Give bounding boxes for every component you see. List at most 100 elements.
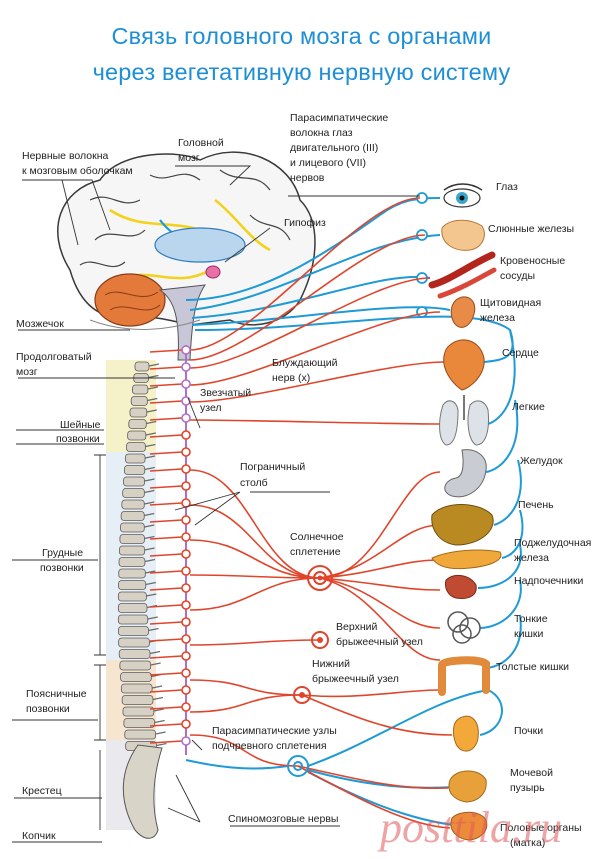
sympathetic-branch [189, 234, 426, 361]
chain-ganglion [181, 362, 191, 372]
label-adrenal: Надпочечники [514, 575, 584, 587]
chain-ganglion [181, 651, 191, 661]
liver-organ [431, 504, 494, 546]
label-solar: Солнечное [290, 531, 344, 543]
parasym-kidneys [307, 688, 503, 767]
leader-lines [12, 165, 420, 843]
label-heart: Сердце [502, 347, 539, 359]
sympathetic-branch [189, 679, 303, 696]
vagus-lungs [487, 329, 516, 425]
label-lumbar: Поясничные [26, 688, 87, 700]
label-salivary: Слюнные железы [488, 223, 574, 235]
label-hypogastric: Парасимпатические узлы [212, 725, 337, 737]
label-stomach: Желудок [520, 455, 563, 467]
vagus-large-int [487, 614, 522, 669]
sympathetic-branch [189, 539, 321, 579]
salivary-glands-organ [441, 219, 485, 251]
spinal-nerve [149, 672, 183, 676]
spinal-nerve [149, 723, 183, 727]
sympathetic-branch [189, 311, 441, 386]
parasym-ganglion [416, 306, 428, 318]
label-spinal-nerves: Спиномозговые нервы [228, 813, 338, 825]
sympathetic-branch [189, 574, 321, 579]
vertebra-process [146, 593, 157, 597]
vertebra-process [145, 581, 156, 586]
label-brain-2: мозг [178, 152, 200, 164]
vertebra [119, 660, 152, 671]
vagus-pancreas [501, 509, 524, 559]
vertebra [118, 637, 150, 648]
vertebra [134, 361, 150, 372]
label-sacrum: Крестец [22, 785, 62, 797]
vertebra [118, 649, 151, 659]
label-hypogastric-2: подчревного сплетения [212, 740, 327, 752]
plexus-branch [319, 577, 441, 629]
label-thyroid-2: железа [480, 312, 515, 324]
parasym-salivary-nerve [189, 234, 441, 311]
vertebra-process [147, 397, 158, 402]
sympathetic-nerves [149, 197, 453, 829]
label-nerve-fibers-2: к мозговым оболочкам [22, 165, 133, 177]
sympathetic-branch [189, 694, 303, 713]
watermark: posttila.ru [377, 803, 562, 852]
lower-mesenteric-ganglion [293, 686, 311, 704]
large-intestine-organ [438, 656, 490, 696]
vertebra-process [144, 501, 155, 505]
vertebra [121, 695, 154, 705]
plexus-branch [301, 694, 453, 736]
chain-ganglion [181, 379, 191, 389]
vertebra [120, 683, 153, 694]
spinal-nerve [149, 451, 183, 455]
label-pancreas-2: железа [514, 552, 549, 564]
spinal-nerve [149, 689, 183, 693]
spinal-nerve [149, 519, 183, 523]
sympathetic-branch [189, 504, 321, 579]
sympathetic-branch [189, 577, 321, 611]
vagus-adrenal [477, 544, 522, 589]
vertebra-process [144, 558, 156, 563]
spinal-nerve [149, 417, 183, 421]
vertebra [117, 591, 147, 602]
plexus-branch [319, 577, 441, 661]
sympathetic-branch [189, 734, 299, 767]
chain-ganglion [181, 634, 191, 644]
vertebra [123, 718, 156, 728]
spinal-nerve [149, 706, 183, 710]
sympathetic-branch [189, 419, 441, 425]
sacrum-shape [122, 744, 163, 839]
label-liver: Печень [518, 499, 554, 511]
label-large-int: Толстые кишки [496, 661, 569, 673]
spinal-nerve [149, 655, 183, 659]
vertebra-process [156, 742, 167, 747]
plexus-branch [297, 765, 451, 829]
vertebra-process [144, 478, 155, 482]
label-stellate-2: узел [200, 402, 222, 414]
parasym-thyroid-nerve [191, 306, 451, 326]
vertebra [124, 729, 156, 740]
small-intestine-organ [447, 611, 481, 644]
organs [428, 183, 502, 841]
vertebra [121, 499, 145, 510]
label-genital: Половые органы [500, 822, 582, 834]
spinal-nerve [149, 638, 183, 642]
vertebra [119, 545, 146, 556]
brain [57, 151, 316, 361]
lungs-organ [439, 395, 489, 446]
sympathetic-branch [189, 639, 321, 646]
vertebra-process [144, 547, 155, 551]
spinal-nerve [149, 587, 183, 591]
vertebra-process [148, 374, 159, 379]
chain-ganglion [181, 600, 191, 610]
vertebra [117, 614, 149, 625]
spinal-nerve [149, 570, 183, 574]
thoracic-zone [106, 452, 156, 660]
chain-ganglion [181, 447, 191, 457]
chain-ganglion [181, 532, 191, 542]
vertebra-process [149, 650, 161, 655]
vertebra-process [153, 708, 164, 712]
chain-ganglion [181, 515, 191, 525]
vagus-stomach [485, 399, 519, 473]
vertebra [122, 706, 155, 717]
vertebra [122, 488, 145, 498]
